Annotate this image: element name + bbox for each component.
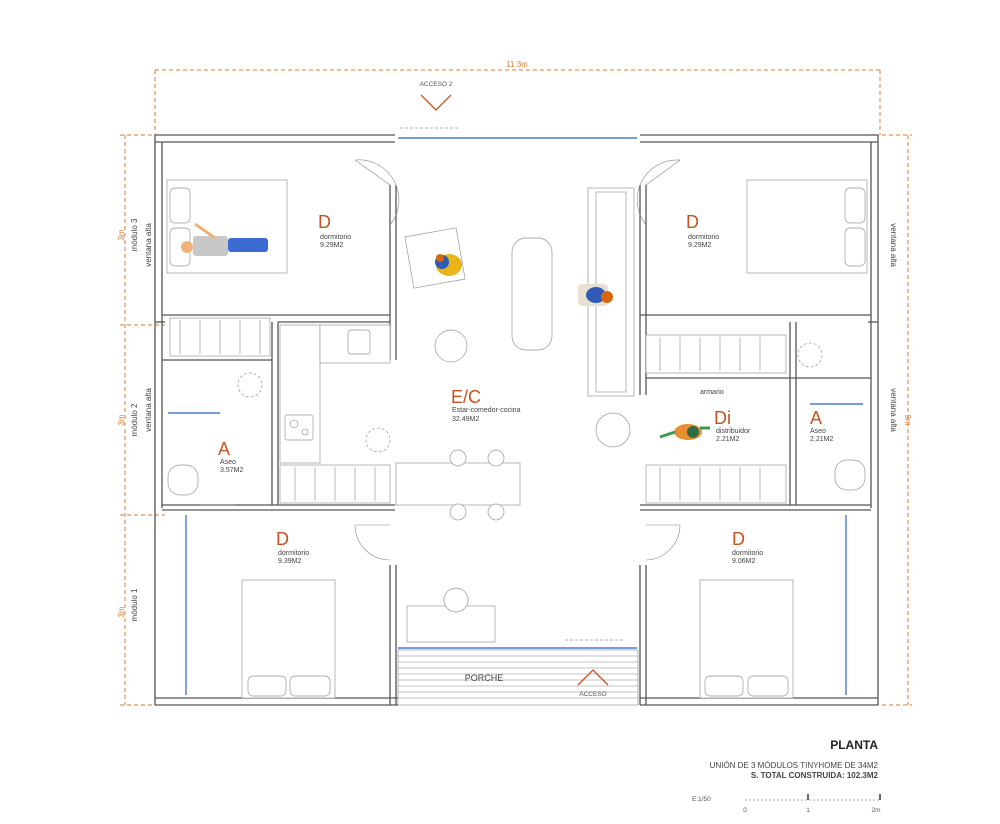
plan-subtitle: UNIÓN DE 3 MÓDULOS TINYHOME DE 34M2 [710, 761, 879, 770]
kitchen-counter [279, 324, 321, 464]
right-dimension: 9m [903, 414, 912, 425]
access-label: ACCESO [579, 691, 606, 698]
module-dimensions-left: 3m módulo 3 ventana alta 3m módulo 2 ven… [117, 134, 165, 706]
module-2-label: módulo 2 [130, 403, 139, 436]
room-name-di: distribuidor [716, 428, 751, 435]
lamp-table [595, 412, 631, 448]
toilet-right [834, 459, 866, 491]
porch-label: PORCHE [465, 673, 504, 683]
armario-label: armario [700, 389, 724, 396]
furniture [166, 179, 868, 699]
title-block: PLANTA UNIÓN DE 3 MÓDULOS TINYHOME DE 34… [710, 738, 879, 780]
room-name-a2: Aseo [810, 428, 826, 435]
kitchen-sink [347, 329, 371, 355]
doors [200, 159, 681, 561]
room-area-a1: 3.57M2 [220, 467, 243, 474]
access-marker: ACCESO [577, 669, 609, 698]
module-3-size: 3m [117, 229, 126, 240]
module-3-window-left: ventana alta [144, 223, 153, 267]
plan-title: PLANTA [830, 738, 878, 752]
room-code-di: Di [714, 408, 731, 428]
room-name-d1: dormitorio [320, 234, 351, 241]
room-code-d3: D [276, 529, 289, 549]
room-code-d1: D [318, 212, 331, 232]
person-figure-lying [181, 222, 268, 256]
scale-tick-2: 2m [871, 807, 880, 814]
room-area-a2: 2.21M2 [810, 436, 833, 443]
room-code-d4: D [732, 529, 745, 549]
access-2-marker: ACCESO 2 [420, 81, 453, 111]
overall-dimension-label: 11.3m [506, 60, 528, 69]
scale-tick-0: 0 [743, 807, 747, 814]
closet-4 [645, 464, 787, 504]
desk [406, 605, 496, 643]
person-figure-walking [659, 424, 710, 440]
person-figure-seated [435, 254, 462, 276]
room-code-a2: A [810, 408, 822, 428]
module-1-label: módulo 1 [130, 588, 139, 621]
module-3-window-right: ventana alta [889, 223, 898, 267]
room-code-d2: D [686, 212, 699, 232]
room-area-ec: 32.49M2 [452, 416, 479, 423]
scale-tick-1: 1 [806, 807, 810, 814]
room-area-d2: 9.29M2 [688, 242, 711, 249]
room-area-di: 2.21M2 [716, 436, 739, 443]
room-area-d3: 9.39M2 [278, 558, 301, 565]
scale-label: E:1/50 [692, 796, 711, 803]
module-2-window-right: ventana alta [889, 388, 898, 432]
room-name-a1: Aseo [220, 459, 236, 466]
person-figure-sofa [578, 284, 613, 306]
plan-total-area: S. TOTAL CONSTRUIDA: 102.3M2 [751, 771, 879, 780]
room-name-d3: dormitorio [278, 550, 309, 557]
module-2-window-left: ventana alta [144, 388, 153, 432]
room-name-d4: dormitorio [732, 550, 763, 557]
overall-dimension: 11.3m [154, 60, 881, 135]
room-name-ec: Estar-comedor-cocina [452, 407, 521, 414]
room-name-d2: dormitorio [688, 234, 719, 241]
room-code-a1: A [218, 439, 230, 459]
module-3-label: módulo 3 [130, 218, 139, 251]
module-2-size: 3m [117, 414, 126, 425]
module-dimensions-right: ventana alta ventana alta 9m [875, 134, 912, 706]
closet-2 [645, 334, 787, 374]
scale-bar: E:1/50 0 1 2m [692, 794, 881, 814]
room-area-d4: 9.06M2 [732, 558, 755, 565]
cooktop [284, 414, 314, 441]
coffee-table [511, 237, 553, 351]
toilet-left [167, 464, 199, 496]
module-1-size: 3m [117, 606, 126, 617]
room-area-d1: 9.29M2 [320, 242, 343, 249]
stool [434, 329, 468, 363]
room-code-ec: E/C [451, 387, 481, 407]
porch-deck: PORCHE [397, 649, 639, 706]
room-labels: D dormitorio 9.29M2 D dormitorio 9.29M2 … [218, 212, 833, 565]
access-2-label: ACCESO 2 [420, 81, 453, 88]
kitchen-island [395, 462, 521, 506]
